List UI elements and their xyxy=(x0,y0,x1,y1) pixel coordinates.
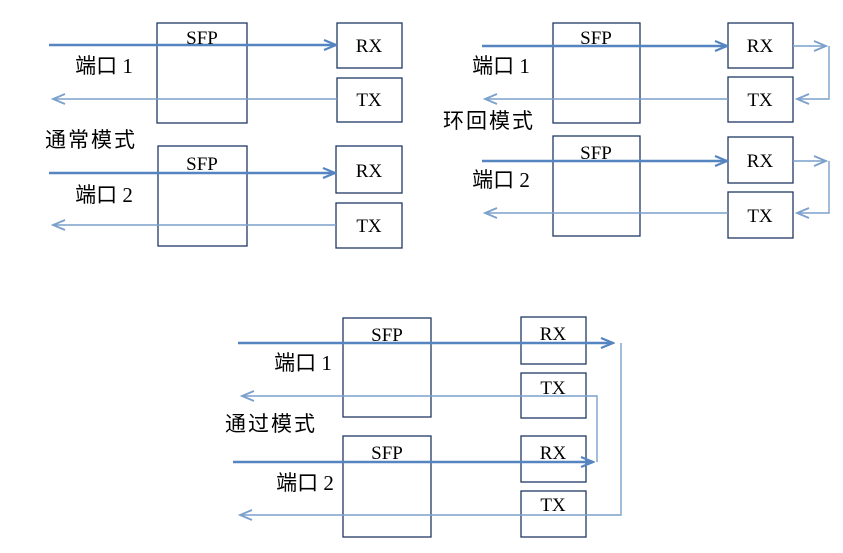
sfp-box xyxy=(157,145,248,247)
port-2-label: 端口 2 xyxy=(472,168,530,192)
crossover-connector-port2-to-port1-icon xyxy=(242,396,598,462)
tx-box xyxy=(727,191,794,239)
sfp-box xyxy=(156,22,248,124)
rx-box xyxy=(520,316,587,365)
mode-title: 通常模式 xyxy=(45,128,137,152)
sfp-label: SFP xyxy=(580,28,612,49)
tx-label: TX xyxy=(540,378,566,399)
tx-label: TX xyxy=(540,495,566,516)
sfp-label: SFP xyxy=(580,143,612,164)
passthrough-mode-diagram: SFP RX TX SFP RX TX 端口 1 端口 2 通过模式 xyxy=(225,316,622,538)
tx-label: TX xyxy=(356,216,382,237)
sfp-box xyxy=(342,317,432,418)
sfp-box xyxy=(342,435,432,538)
sfp-label: SFP xyxy=(371,325,403,346)
rx-label: RX xyxy=(540,324,567,345)
sfp-box xyxy=(552,22,641,124)
loopback-mode-diagram: SFP RX TX SFP RX TX 端口 1 端口 2 环回模式 xyxy=(443,22,830,239)
loopback-return-connector-icon xyxy=(797,46,830,99)
tx-label: TX xyxy=(356,90,382,111)
port-1-label: 端口 1 xyxy=(472,54,530,78)
rx-label: RX xyxy=(356,161,383,182)
sfp-label: SFP xyxy=(186,154,218,175)
port-1-label: 端口 1 xyxy=(274,351,332,375)
rx-label: RX xyxy=(747,151,774,172)
tx-box xyxy=(520,490,587,538)
port-2-label: 端口 2 xyxy=(276,471,334,495)
crossover-connector-port1-to-port2-icon xyxy=(240,343,622,515)
rx-label: RX xyxy=(540,443,567,464)
tx-box xyxy=(336,77,403,123)
loopback-return-connector-icon xyxy=(797,161,830,213)
rx-label: RX xyxy=(747,36,774,57)
mode-title: 通过模式 xyxy=(225,412,317,436)
tx-label: TX xyxy=(747,206,773,227)
port-1-label: 端口 1 xyxy=(75,54,133,78)
rx-label: RX xyxy=(356,36,383,57)
normal-mode-diagram: SFP RX TX SFP RX TX 端口 1 端口 2 通常模式 xyxy=(45,22,403,249)
sfp-label: SFP xyxy=(186,28,218,49)
port-2-label: 端口 2 xyxy=(75,183,133,207)
sfp-label: SFP xyxy=(371,443,403,464)
mode-title: 环回模式 xyxy=(443,109,535,133)
tx-label: TX xyxy=(747,90,773,111)
sfp-box xyxy=(552,135,641,237)
